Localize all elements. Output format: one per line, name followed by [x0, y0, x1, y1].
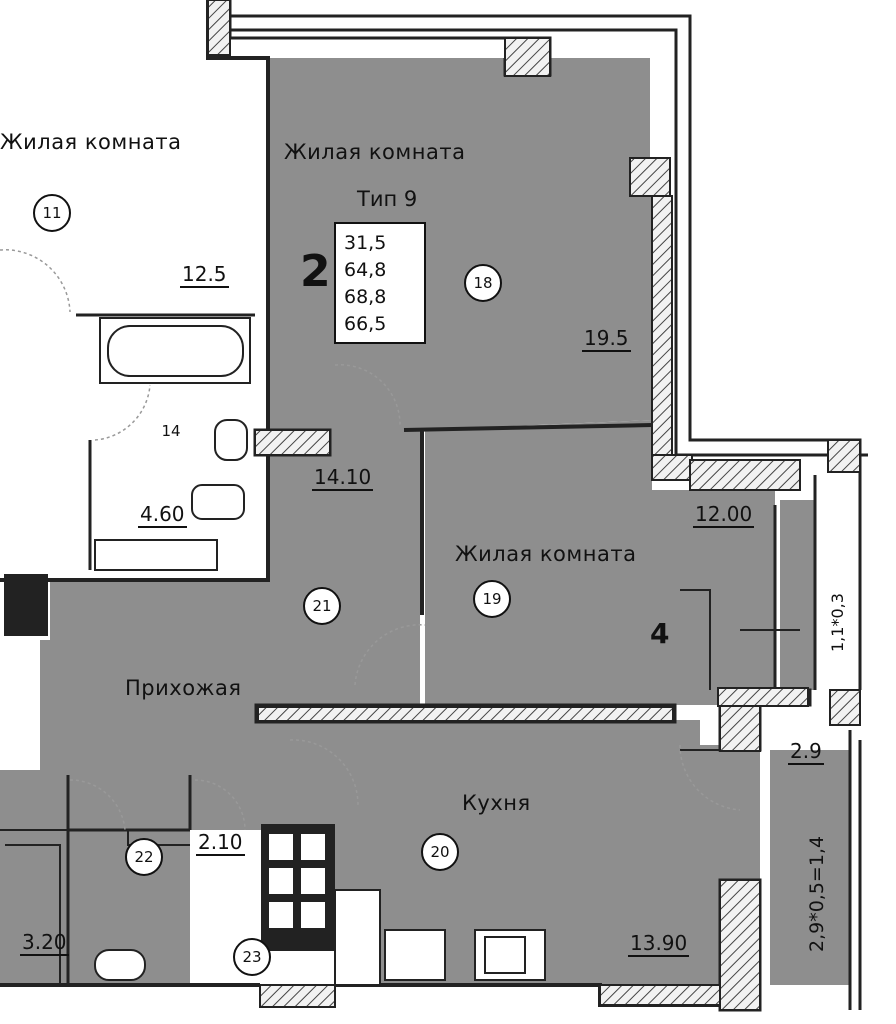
room-name-21: Прихожая	[125, 676, 242, 700]
door-swings	[0, 249, 741, 831]
room-area-19: 12.00	[693, 502, 755, 528]
room-area-18: 19.5	[582, 326, 631, 352]
area-summary-box: 31,5 64,8 68,8 66,5	[334, 222, 426, 344]
room-area-bath: 3.20	[20, 930, 69, 956]
type-label: Тип 9	[357, 187, 418, 211]
room-area-22: 2.10	[196, 830, 245, 856]
room-number-20: 20	[421, 833, 459, 871]
unit-number: 4	[650, 617, 670, 650]
room-area-14: 4.60	[138, 502, 187, 528]
area-summary-4: 66,5	[344, 313, 387, 335]
room-number-21: 21	[303, 587, 341, 625]
room-number-23: 23	[233, 938, 271, 976]
room-number-22: 22	[125, 838, 163, 876]
balcony-formula-1: 1,1*0,3	[828, 593, 847, 652]
room-number-19: 19	[473, 580, 511, 618]
room-area-21: 14.10	[312, 465, 374, 491]
room-area-11: 12.5	[180, 262, 229, 288]
fixtures	[4, 317, 546, 986]
hatched-walls	[207, 0, 861, 1011]
room-name-20: Кухня	[462, 791, 531, 815]
area-summary-1: 31,5	[344, 232, 387, 254]
room-area-balcony: 2.9	[788, 739, 824, 765]
room-name-19: Жилая комната	[455, 542, 637, 566]
room-number-14: 14	[161, 422, 181, 440]
area-summary-2: 64,8	[344, 259, 387, 281]
area-summary-3: 68,8	[344, 286, 387, 308]
room-number-11: 11	[33, 194, 71, 232]
room-name-18: Жилая комната	[284, 140, 466, 164]
room-name-11: Жилая комната	[0, 130, 182, 154]
room-area-20: 13.90	[628, 931, 690, 957]
room-number-18: 18	[464, 264, 502, 302]
balcony-formula-2: 2,9*0,5=1,4	[806, 835, 828, 952]
room-count: 2	[300, 246, 331, 297]
